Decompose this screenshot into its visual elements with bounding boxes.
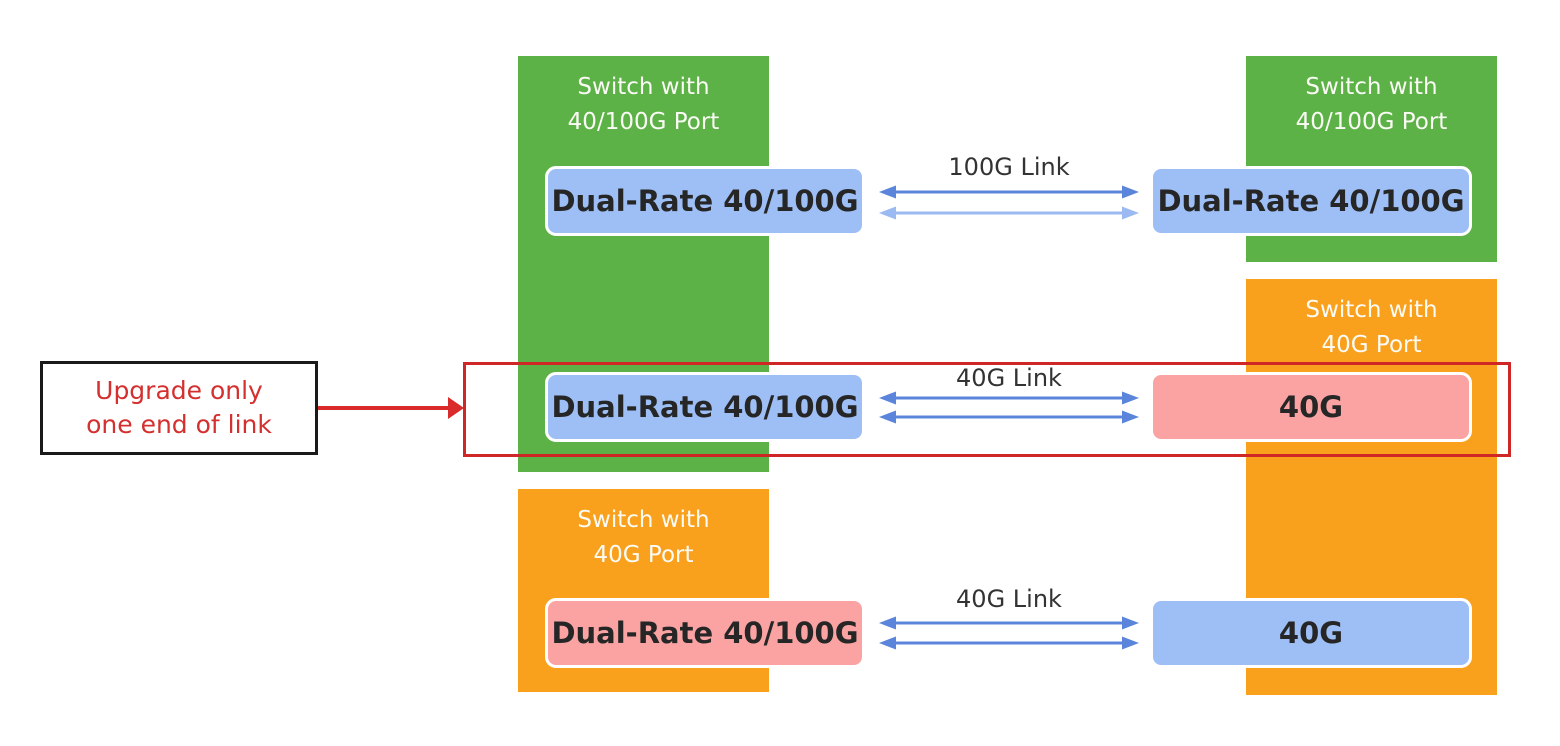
switch-title-line2: 40/100G Port xyxy=(1295,109,1448,135)
annotation-line2: one end of link xyxy=(86,410,272,439)
switch-title: Switch with 40G Port xyxy=(1246,293,1497,363)
link-label-40g-middle: 40G Link xyxy=(956,364,1062,392)
switch-title-line2: 40G Port xyxy=(593,542,694,568)
arrow-dark-blue xyxy=(879,616,1139,630)
switch-title-line1: Switch with xyxy=(577,507,710,533)
switch-title-line2: 40G Port xyxy=(1321,332,1422,358)
switch-title: Switch with 40/100G Port xyxy=(1246,70,1497,140)
port-bottom-left-dual-rate: Dual-Rate 40/100G xyxy=(545,598,865,668)
port-top-left-dual-rate: Dual-Rate 40/100G xyxy=(545,166,865,236)
arrow-dark-blue xyxy=(879,391,1139,405)
switch-title: Switch with 40G Port xyxy=(518,503,769,573)
arrow-dark-blue xyxy=(879,636,1139,650)
highlight-rectangle xyxy=(463,362,1511,457)
port-top-right-dual-rate: Dual-Rate 40/100G xyxy=(1150,166,1472,236)
bidirectional-arrows-100g-link xyxy=(879,185,1139,220)
annotation-box: Upgrade only one end of link xyxy=(40,361,318,455)
annotation-arrow-head-icon xyxy=(448,397,464,419)
port-middle-left-dual-rate: Dual-Rate 40/100G xyxy=(545,372,865,442)
arrow-light-blue xyxy=(879,206,1139,220)
annotation-line1: Upgrade only xyxy=(95,376,263,405)
link-label-40g-bottom: 40G Link xyxy=(956,585,1062,613)
switch-title-line1: Switch with xyxy=(1305,297,1438,323)
switch-title-line1: Switch with xyxy=(577,74,710,100)
switch-title-line2: 40/100G Port xyxy=(567,109,720,135)
port-middle-right-40g: 40G xyxy=(1150,372,1472,442)
annotation-arrow-line xyxy=(318,406,450,410)
link-label-100g: 100G Link xyxy=(948,153,1070,181)
bidirectional-arrows-40g-link-bottom xyxy=(879,616,1139,650)
bidirectional-arrows-40g-link-middle xyxy=(879,391,1139,424)
port-bottom-right-40g: 40G xyxy=(1150,598,1472,668)
arrow-dark-blue xyxy=(879,410,1139,424)
switch-title-line1: Switch with xyxy=(1305,74,1438,100)
switch-title: Switch with 40/100G Port xyxy=(518,70,769,140)
arrow-dark-blue xyxy=(879,185,1139,199)
